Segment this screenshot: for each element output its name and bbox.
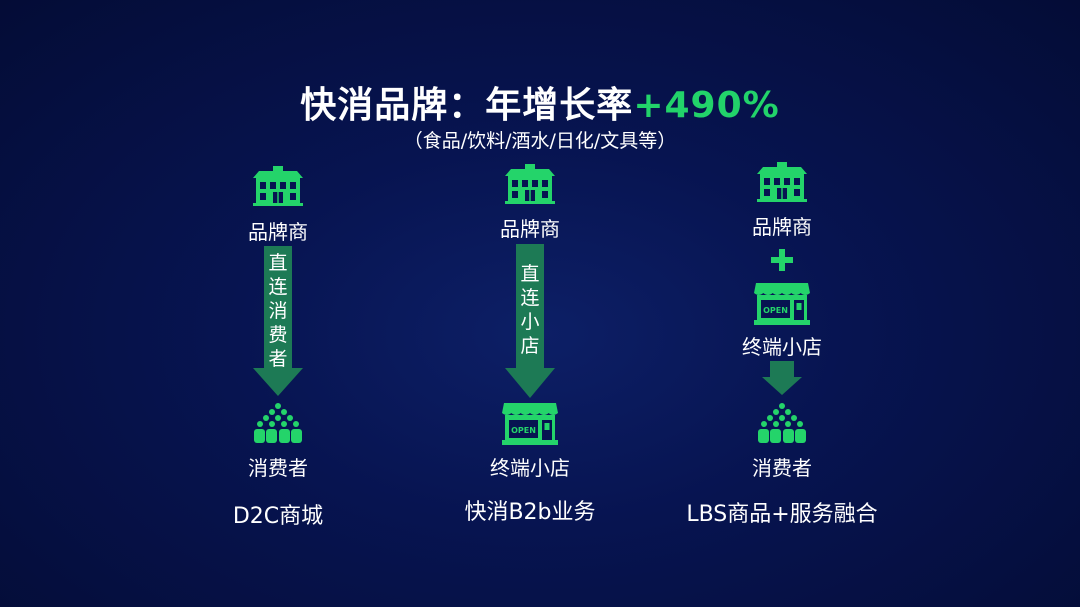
building-icon xyxy=(757,162,807,202)
building-icon xyxy=(505,164,555,204)
brand-label: 品牌商 xyxy=(248,220,308,244)
consumer-label: 消费者 xyxy=(248,456,308,480)
arrow-down-icon xyxy=(505,244,555,398)
arrow-down-icon xyxy=(762,361,802,395)
brand-label: 品牌商 xyxy=(752,215,812,239)
people-crowd-icon xyxy=(253,403,303,443)
column-caption: LBS商品+服务融合 xyxy=(686,502,878,527)
plus-icon xyxy=(771,249,793,271)
page-title: 快消品牌：年增长率+490% xyxy=(300,85,780,126)
consumer-label: 消费者 xyxy=(752,456,812,480)
page-subtitle: （食品/饮料/酒水/日化/文具等） xyxy=(403,130,677,152)
open-store-icon: OPEN xyxy=(754,283,810,325)
open-store-icon: OPEN xyxy=(502,403,558,445)
column-caption: 快消B2b业务 xyxy=(464,500,596,525)
arrow-down-icon xyxy=(253,246,303,396)
arrow-text: 直连消费者 xyxy=(268,252,288,370)
growth-rate-highlight: +490% xyxy=(633,85,780,126)
store-label: 终端小店 xyxy=(490,456,570,480)
brand-label: 品牌商 xyxy=(500,217,560,241)
building-icon xyxy=(253,166,303,206)
people-crowd-icon xyxy=(757,403,807,443)
arrow-text: 直连小店 xyxy=(520,263,540,357)
store-label: 终端小店 xyxy=(742,335,822,359)
svg-text:OPEN: OPEN xyxy=(511,426,536,435)
column-b2b: 品牌商 直连小店 OPEN 终端小店 快消B2b业务 xyxy=(400,0,660,607)
column-d2c: 品牌商 直连消费者 消费者 D2C商城 xyxy=(148,0,408,607)
svg-text:OPEN: OPEN xyxy=(763,306,788,315)
column-lbs: 品牌商 OPEN 终端小店 消费者 LBS商品+服务融合 xyxy=(652,0,912,607)
column-caption: D2C商城 xyxy=(232,504,324,529)
